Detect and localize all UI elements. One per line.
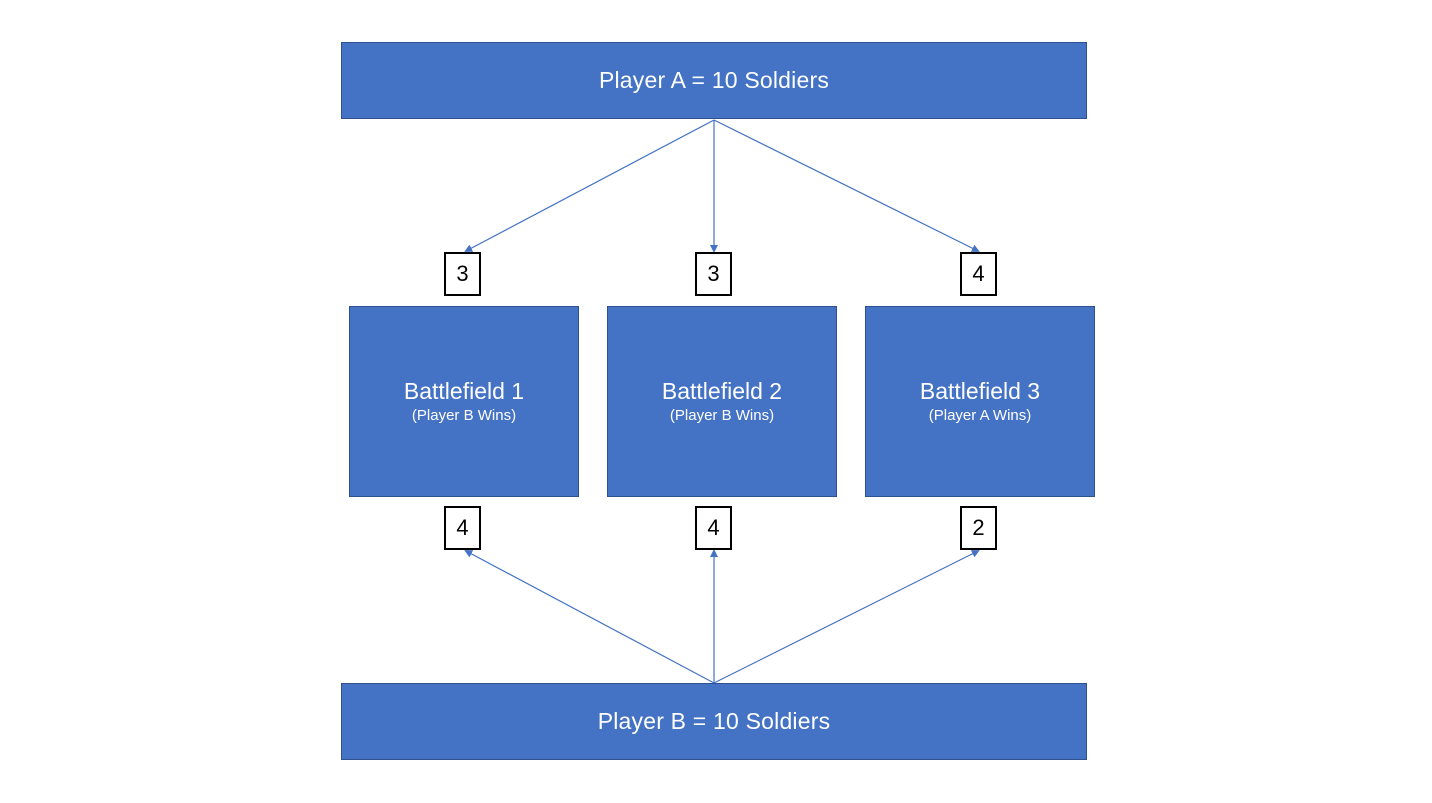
bf3-player-a-count: 4	[960, 252, 997, 296]
battlefield-1-name: Battlefield 1	[403, 378, 525, 404]
battlefield-2-box: Battlefield 2 (Player B Wins)	[607, 306, 837, 497]
bf1-player-a-count: 3	[444, 252, 481, 296]
battlefield-3-box: Battlefield 3 (Player A Wins)	[865, 306, 1095, 497]
player-b-label: Player B = 10 Soldiers	[597, 708, 831, 734]
player-b-box: Player B = 10 Soldiers	[341, 683, 1087, 760]
arrow-a-to-bf3	[713, 119, 980, 252]
bf1-player-b-count: 4	[444, 506, 481, 550]
battlefield-3-name: Battlefield 3	[919, 378, 1041, 404]
battlefield-3-result: (Player A Wins)	[928, 407, 1032, 424]
arrow-b-to-bf3	[713, 550, 980, 684]
battlefield-2-name: Battlefield 2	[661, 378, 783, 404]
battlefield-1-result: (Player B Wins)	[411, 407, 517, 424]
battlefield-1-box: Battlefield 1 (Player B Wins)	[349, 306, 579, 497]
bf2-player-a-count: 3	[695, 252, 732, 296]
bf3-player-b-count: 2	[960, 506, 997, 550]
player-a-label: Player A = 10 Soldiers	[598, 67, 830, 93]
arrow-b-to-bf1	[464, 550, 715, 684]
arrow-a-to-bf1	[464, 119, 715, 252]
battlefield-2-result: (Player B Wins)	[669, 407, 775, 424]
player-a-box: Player A = 10 Soldiers	[341, 42, 1087, 119]
bf2-player-b-count: 4	[695, 506, 732, 550]
